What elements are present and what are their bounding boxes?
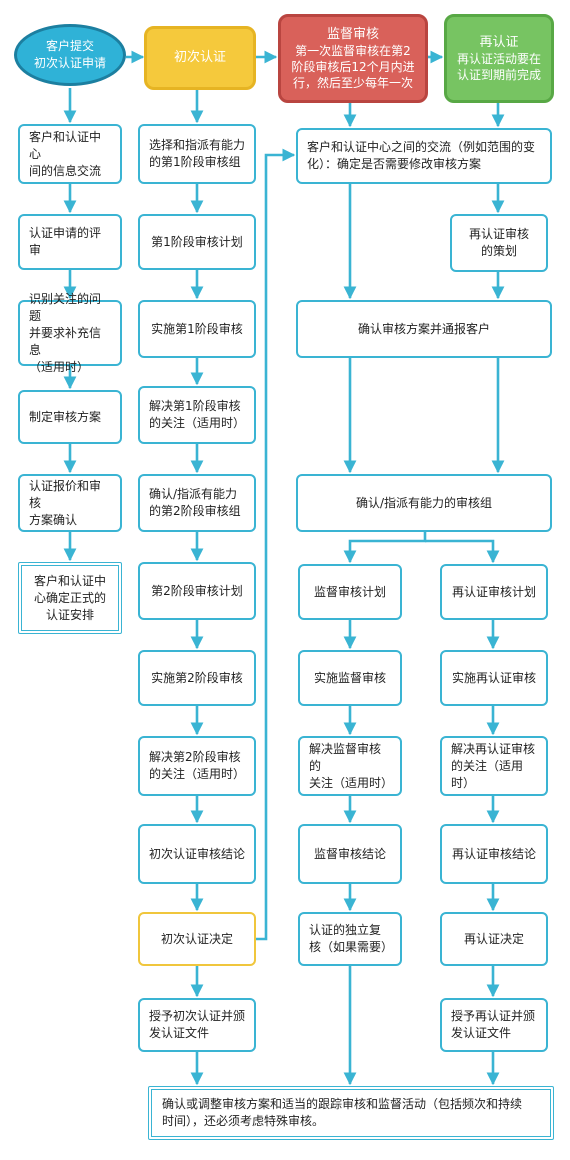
col4-step-4-line1: 再认证审核结论: [451, 846, 536, 861]
col2-step-11-line1: 授予初次认证并颁: [149, 1009, 246, 1023]
col1-step-4-line1: 制定审核方案: [29, 409, 102, 424]
col2-step-11-line2: 发认证文件: [149, 1026, 210, 1040]
col3-step-1: 监督审核计划: [298, 564, 402, 620]
col2-step-7: 实施第2阶段审核: [138, 650, 256, 706]
col2-step-2: 第1阶段审核计划: [138, 214, 256, 270]
col4-step-6-line2: 发认证文件: [451, 1026, 512, 1040]
confirm-team-box: 确认/指派有能力的审核组: [296, 474, 552, 532]
col4-step-3-line1: 解决再认证审核: [451, 741, 536, 756]
initial-cert-header: 初次认证: [144, 26, 256, 90]
col4-step-1: 再认证审核计划: [440, 564, 548, 620]
col1-step-6: 客户和认证中心确定正式的认证安排: [18, 562, 122, 634]
col3-step-3-line1: 解决监督审核的: [309, 741, 382, 773]
col3-step-5-line1: 认证的独立复: [309, 923, 382, 937]
col1-step-3-line1: 识别关注的问题: [29, 291, 102, 323]
col2-step-9: 初次认证审核结论: [138, 824, 256, 884]
start-line2: 初次认证申请: [33, 56, 106, 70]
col4-step-5: 再认证决定: [440, 912, 548, 966]
col3-step-2-line1: 实施监督审核: [313, 670, 386, 685]
col2-step-4-line1: 解决第1阶段审核: [149, 399, 241, 413]
surveillance-note-line1: 第一次监督审核在第2: [295, 43, 411, 58]
col2-step-5: 确认/指派有能力的第2阶段审核组: [138, 474, 256, 532]
col2-step-1: 选择和指派有能力的第1阶段审核组: [138, 124, 256, 184]
recert-planning-line2: 的策划: [480, 244, 517, 258]
col2-step-8-line1: 解决第2阶段审核: [149, 750, 241, 764]
col1-step-6-line3: 认证安排: [45, 607, 94, 622]
surveillance-title: 监督审核: [326, 26, 379, 42]
recert-note-line1: 再认证活动要在: [456, 51, 541, 66]
col4-step-4: 再认证审核结论: [440, 824, 548, 884]
col1-step-4: 制定审核方案: [18, 390, 122, 444]
col4-step-3-line2: 的关注（适用时）: [451, 758, 524, 790]
col2-step-4-line2: 的关注（适用时）: [149, 416, 246, 430]
col3-step-3-line2: 关注（适用时）: [309, 775, 394, 790]
col1-step-6-line2: 心确定正式的: [33, 590, 106, 605]
col1-step-2: 认证申请的评审: [18, 214, 122, 270]
col4-step-5-line1: 再认证决定: [463, 931, 524, 946]
final-line2: 时间），还必须考虑特殊审核。: [162, 1114, 325, 1128]
col2-step-3-line1: 实施第1阶段审核: [151, 321, 243, 336]
col1-step-2-line1: 认证申请的评审: [29, 226, 102, 257]
final-box: 确认或调整审核方案和适当的跟踪审核和监督活动（包括频次和持续时间），还必须考虑特…: [148, 1086, 554, 1140]
recert-header: 再认证 再认证活动要在 认证到期前完成: [444, 14, 554, 103]
col2-step-8-line2: 的关注（适用时）: [149, 767, 246, 781]
col4-step-1-line1: 再认证审核计划: [451, 584, 536, 599]
col4-step-6: 授予再认证并颁发认证文件: [440, 998, 548, 1052]
col1-step-1: 客户和认证中心间的信息交流: [18, 124, 122, 184]
col2-step-9-line1: 初次认证审核结论: [149, 846, 246, 861]
col1-step-6-line1: 客户和认证中: [33, 573, 106, 588]
recert-planning-box: 再认证审核的策划: [450, 214, 548, 272]
col3-step-5-line2: 核（如果需要）: [309, 940, 394, 954]
col1-step-1-line2: 间的信息交流: [29, 163, 102, 178]
col3-step-4: 监督审核结论: [298, 824, 402, 884]
col2-step-1-line2: 的第1阶段审核组: [149, 155, 241, 169]
col2-step-3: 实施第1阶段审核: [138, 300, 256, 358]
start-line1: 客户提交: [45, 39, 94, 53]
recert-planning-line1: 再认证审核: [468, 227, 529, 241]
exchange-line1: 客户和认证中心之间的交流（例如范围的变: [307, 140, 536, 154]
surveillance-header: 监督审核 第一次监督审核在第2 阶段审核后12个月内进 行，然后至少每年一次: [278, 14, 428, 103]
col2-step-4: 解决第1阶段审核的关注（适用时）: [138, 386, 256, 444]
exchange-box: 客户和认证中心之间的交流（例如范围的变化）：确定是否需要修改审核方案: [296, 128, 552, 184]
col4-step-3: 解决再认证审核的关注（适用时）: [440, 736, 548, 796]
col1-step-3-line2: 并要求补充信息: [29, 325, 102, 357]
col3-step-1-line1: 监督审核计划: [313, 584, 386, 599]
col1-step-1-line1: 客户和认证中心: [29, 129, 102, 161]
col1-step-3-line3: （适用时）: [29, 359, 90, 374]
col2-step-10: 初次认证决定: [138, 912, 256, 966]
col1-step-5: 认证报价和审核方案确认: [18, 474, 122, 532]
start-oval: 客户提交初次认证申请: [14, 24, 126, 86]
initial-cert-title: 初次认证: [173, 50, 226, 65]
col2-step-5-line1: 确认/指派有能力: [149, 487, 238, 501]
confirm-program-box: 确认审核方案并通报客户: [296, 300, 552, 358]
col3-step-4-line1: 监督审核结论: [313, 846, 386, 861]
col1-step-3: 识别关注的问题并要求补充信息 （适用时）: [18, 292, 122, 374]
col4-step-2: 实施再认证审核: [440, 650, 548, 706]
col2-step-2-line1: 第1阶段审核计划: [151, 234, 243, 249]
col2-step-10-line1: 初次认证决定: [160, 931, 233, 946]
final-line1: 确认或调整审核方案和适当的跟踪审核和监督活动（包括频次和持续: [162, 1097, 523, 1111]
col4-step-6-line1: 授予再认证并颁: [451, 1009, 536, 1023]
surveillance-note-line2: 阶段审核后12个月内进: [291, 59, 415, 74]
exchange-line2: 化）：确定是否需要修改审核方案: [307, 157, 482, 171]
col2-step-6-line1: 第2阶段审核计划: [151, 583, 243, 598]
recert-note-line2: 认证到期前完成: [456, 67, 541, 82]
col3-step-2: 实施监督审核: [298, 650, 402, 706]
confirm-program-label: 确认审核方案并通报客户: [357, 321, 490, 336]
col1-step-5-line1: 认证报价和审核: [29, 478, 102, 510]
col2-step-1-line1: 选择和指派有能力: [149, 138, 246, 152]
col2-step-8: 解决第2阶段审核的关注（适用时）: [138, 736, 256, 796]
recert-title: 再认证: [479, 34, 519, 50]
col2-step-6: 第2阶段审核计划: [138, 562, 256, 620]
col1-step-5-line2: 方案确认: [29, 512, 78, 527]
col2-step-11: 授予初次认证并颁发认证文件: [138, 998, 256, 1052]
col2-step-5-line2: 的第2阶段审核组: [149, 504, 241, 518]
col2-step-7-line1: 实施第2阶段审核: [151, 670, 243, 685]
surveillance-note-line3: 行，然后至少每年一次: [292, 75, 413, 90]
col4-step-2-line1: 实施再认证审核: [451, 670, 536, 685]
confirm-team-label: 确认/指派有能力的审核组: [355, 495, 493, 510]
col3-step-3: 解决监督审核的关注（适用时）: [298, 736, 402, 796]
col3-step-5: 认证的独立复核（如果需要）: [298, 912, 402, 966]
